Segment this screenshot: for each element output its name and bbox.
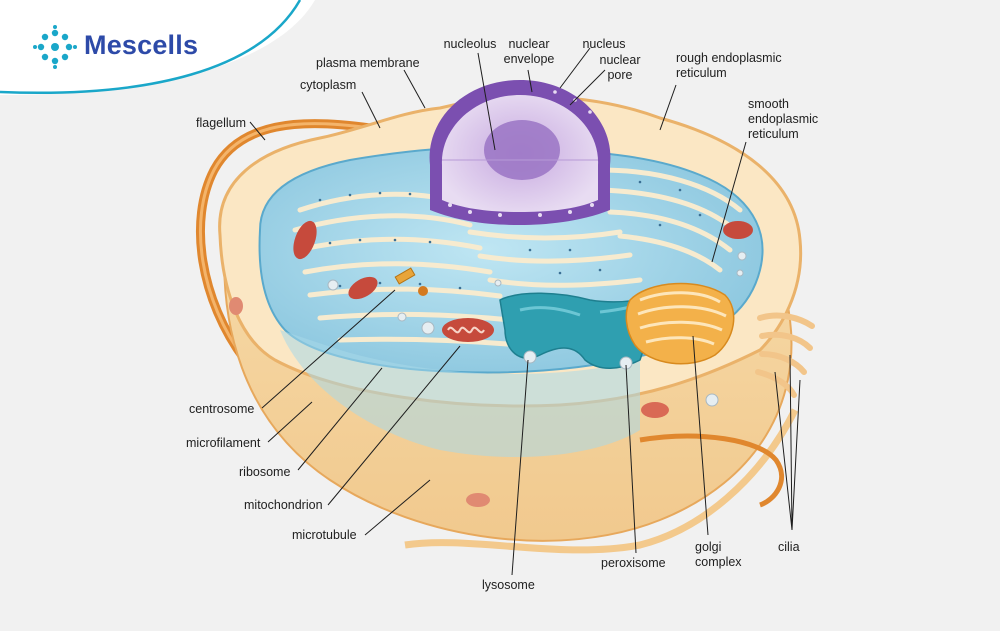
label-cilia: cilia bbox=[778, 540, 800, 554]
centrosome-shape bbox=[394, 267, 428, 296]
label-smooth-er: smooth endoplasmic reticulum bbox=[748, 97, 819, 141]
label-nuclear-envelope: nuclear envelope bbox=[503, 37, 555, 66]
label-rough-er: rough endoplasmic reticulum bbox=[676, 51, 782, 80]
dotted-ring-icon bbox=[33, 25, 77, 69]
label-nucleus: nucleus bbox=[582, 37, 626, 51]
flagellum-tail bbox=[639, 433, 784, 508]
label-microfilament: microfilament bbox=[186, 436, 261, 450]
label-mitochondrion: mitochondrion bbox=[244, 498, 323, 512]
label-cytoplasm: cytoplasm bbox=[300, 78, 357, 92]
nucleus-shape bbox=[429, 80, 611, 225]
microtubule-strand bbox=[404, 408, 799, 554]
label-lysosome: lysosome bbox=[482, 578, 535, 592]
cytoplasm-volume bbox=[280, 330, 640, 458]
mitochondrion-cutaway bbox=[442, 318, 494, 342]
label-plasma-membrane: plasma membrane bbox=[316, 56, 420, 70]
label-nuclear-pore: nuclear pore bbox=[599, 53, 641, 82]
label-microtubule: microtubule bbox=[292, 528, 357, 542]
label-nucleolus: nucleolus bbox=[443, 37, 497, 51]
nucleolus-shape bbox=[484, 120, 560, 180]
vesicle-shapes bbox=[327, 251, 747, 407]
cilia-shapes bbox=[755, 312, 815, 398]
label-peroxisome: peroxisome bbox=[601, 556, 666, 570]
leader-lines bbox=[249, 47, 801, 576]
label-ribosome: ribosome bbox=[239, 465, 291, 479]
golgi-complex-shape bbox=[625, 282, 735, 365]
header-swoosh bbox=[0, 0, 315, 95]
rough-er-shape bbox=[292, 167, 743, 348]
brand-name: Mescells bbox=[84, 30, 199, 60]
mitochondria-shapes bbox=[229, 220, 753, 507]
label-centrosome: centrosome bbox=[189, 402, 255, 416]
label-flagellum: flagellum bbox=[196, 116, 247, 130]
label-golgi-complex: golgi complex bbox=[695, 540, 742, 569]
